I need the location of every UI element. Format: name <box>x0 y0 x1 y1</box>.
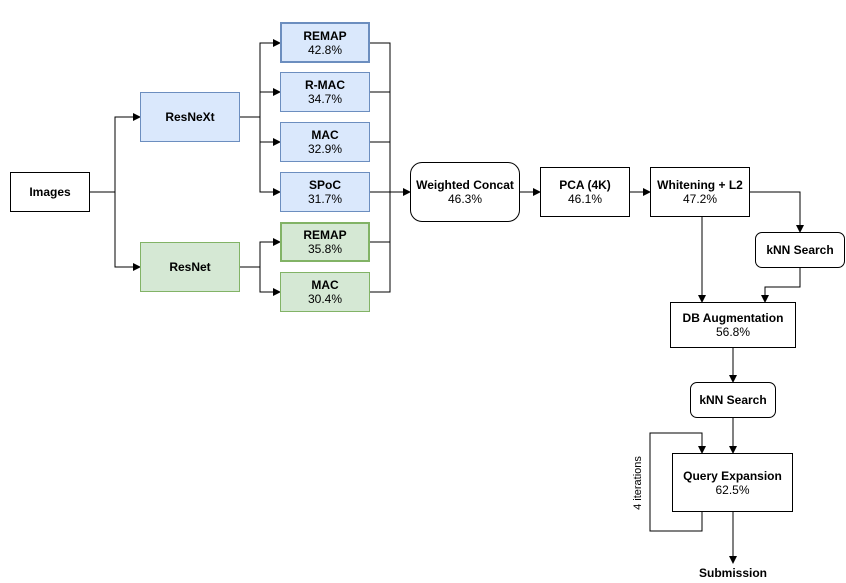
images-label: Images <box>29 185 71 199</box>
query-expansion-node: Query Expansion 62.5% <box>672 453 793 512</box>
spoc-resnext-node: SPoC 31.7% <box>280 172 370 212</box>
weighted-concat-node: Weighted Concat 46.3% <box>410 162 520 222</box>
knn-search-label-2: kNN Search <box>699 393 767 407</box>
knn-search-label-1: kNN Search <box>766 243 834 257</box>
remap-resnext-label: REMAP <box>303 28 347 43</box>
weighted-concat-label: Weighted Concat <box>416 178 514 192</box>
remap-resnet-node: REMAP 35.8% <box>280 222 370 262</box>
rmac-resnext-node: R-MAC 34.7% <box>280 72 370 112</box>
spoc-resnext-label: SPoC <box>308 178 341 192</box>
db-augmentation-node: DB Augmentation 56.8% <box>670 302 796 348</box>
db-augmentation-label: DB Augmentation <box>682 311 784 325</box>
pca-score: 46.1% <box>567 192 603 206</box>
resnet-node: ResNet <box>140 242 240 292</box>
pca-node: PCA (4K) 46.1% <box>540 167 630 217</box>
mac-resnext-score: 32.9% <box>307 142 343 156</box>
weighted-concat-score: 46.3% <box>447 192 483 206</box>
remap-resnet-label: REMAP <box>303 228 347 242</box>
remap-resnext-node: REMAP 42.8% <box>280 22 370 63</box>
mac-resnext-label: MAC <box>311 128 339 142</box>
remap-resnet-score: 35.8% <box>307 242 343 256</box>
whitening-score: 47.2% <box>682 192 718 206</box>
whitening-label: Whitening + L2 <box>657 178 743 192</box>
rmac-resnext-label: R-MAC <box>305 78 345 92</box>
iterations-annotation: 4 iterations <box>632 456 644 510</box>
submission-label: Submission <box>699 566 768 580</box>
mac-resnet-node: MAC 30.4% <box>280 272 370 312</box>
whitening-node: Whitening + L2 47.2% <box>650 167 750 217</box>
resnext-label: ResNeXt <box>165 110 215 124</box>
query-expansion-score: 62.5% <box>715 482 750 497</box>
remap-resnext-score: 42.8% <box>307 42 343 57</box>
pca-label: PCA (4K) <box>559 178 611 192</box>
rmac-resnext-score: 34.7% <box>307 92 343 106</box>
resnext-node: ResNeXt <box>140 92 240 142</box>
images-node: Images <box>10 172 90 212</box>
mac-resnext-node: MAC 32.9% <box>280 122 370 162</box>
resnet-label: ResNet <box>169 260 211 274</box>
db-augmentation-score: 56.8% <box>715 325 751 339</box>
query-expansion-label: Query Expansion <box>683 468 782 483</box>
knn-search-node-1: kNN Search <box>755 232 845 268</box>
mac-resnet-score: 30.4% <box>307 292 343 306</box>
spoc-resnext-score: 31.7% <box>307 192 343 206</box>
knn-search-node-2: kNN Search <box>690 382 776 418</box>
mac-resnet-label: MAC <box>311 278 339 292</box>
